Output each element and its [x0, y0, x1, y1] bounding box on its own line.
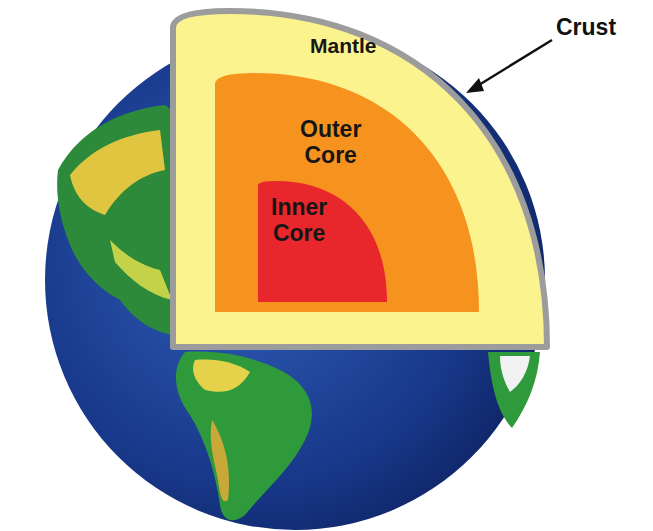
mantle-layer: MantleOuter CoreInner Core	[170, 8, 550, 350]
central-america	[110, 240, 172, 300]
north-america-highland	[70, 130, 165, 215]
north-america	[57, 105, 172, 335]
leader-line	[474, 40, 552, 88]
layer-label: Crust	[556, 14, 616, 41]
layer-name: Inner Core	[271, 194, 327, 247]
layer-fill	[215, 73, 479, 312]
arrowhead	[466, 78, 484, 93]
south-america	[176, 352, 312, 521]
globe-ocean	[45, 30, 545, 530]
layer-fill	[258, 181, 387, 302]
layer-name: Outer Core	[300, 116, 361, 169]
layer-fill	[173, 11, 547, 347]
africa	[488, 352, 540, 428]
outer-core-layer: Outer CoreInner Core	[212, 70, 482, 315]
andes	[211, 420, 229, 501]
south-america-highland	[193, 360, 250, 392]
inner-core-layer: Inner Core	[255, 178, 390, 305]
africa-desert	[500, 356, 530, 392]
layer-name: Mantle	[310, 34, 377, 58]
